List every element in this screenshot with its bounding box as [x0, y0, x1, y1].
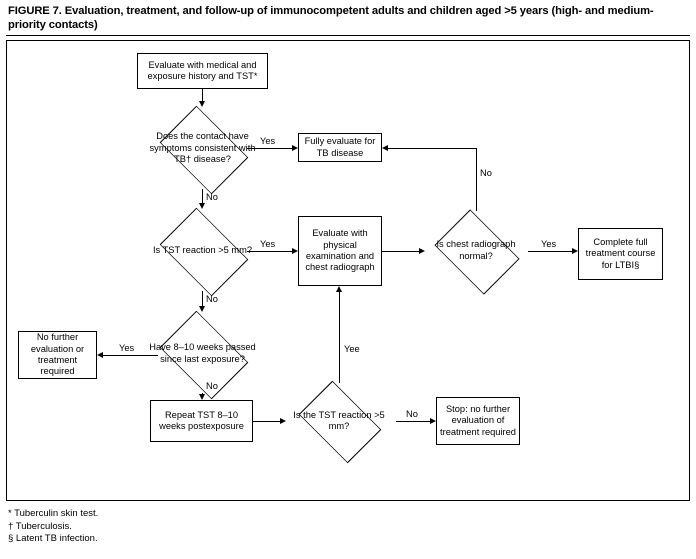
footnote-1: * Tuberculin skin test. [8, 508, 99, 519]
arrowhead [198, 394, 205, 400]
edge-symptoms-no [202, 189, 203, 204]
edge-label-tst-no: No [206, 294, 218, 304]
arrowhead [292, 247, 298, 254]
edge-second-tst-no [396, 421, 430, 422]
node-stop-no-further: Stop: no further evaluation of treatment… [436, 397, 520, 445]
edge-tst-yes [247, 251, 292, 252]
arrowhead [382, 144, 388, 151]
node-chest-decision: Is chest radiograph normal? [419, 208, 533, 295]
edge-label-tst-yes: Yes [260, 239, 276, 249]
edge-weeks-yes [103, 355, 158, 356]
footnote-2: † Tuberculosis. [8, 520, 72, 532]
edge-symptoms-yes [247, 148, 292, 149]
edge-second-tst-yes [339, 292, 340, 383]
arrowhead [292, 144, 298, 151]
node-symptoms-decision-label: Does the contact have symptoms consisten… [149, 131, 256, 165]
node-no-further: No further evaluation or treatment requi… [18, 331, 97, 379]
arrowhead [430, 417, 436, 424]
edge-chest-yes [528, 251, 572, 252]
arrowhead [335, 286, 342, 292]
edge-repeat-to-second [253, 421, 281, 422]
node-tst-decision: Is TST reaction >5 mm? [143, 207, 262, 296]
edge-label-chest-no: No [480, 168, 492, 178]
arrowhead [419, 247, 425, 254]
footnote-3: § Latent TB infection. [8, 533, 98, 544]
node-second-tst-decision-label: Is the TST reaction >5 mm? [293, 409, 385, 431]
arrowhead [280, 417, 286, 424]
node-second-tst-decision: Is the TST reaction >5 mm? [282, 380, 396, 464]
figure-title: FIGURE 7. Evaluation, treatment, and fol… [8, 5, 654, 31]
arrowhead [572, 247, 578, 254]
edge-label-weeks-no: No [206, 381, 218, 391]
arrowhead [198, 306, 205, 312]
edge-label-weeks-yes: Yes [119, 343, 135, 353]
edge-chest-no-horiz [388, 148, 476, 149]
edge-chest-no-vert [476, 148, 477, 211]
node-start: Evaluate with medical and exposure histo… [137, 53, 268, 89]
node-fully-evaluate: Fully evaluate for TB disease [298, 133, 382, 162]
node-complete-course: Complete full treatment course for LTBI§ [578, 228, 663, 280]
node-weeks-decision: Have 8–10 weeks passed since last exposu… [143, 310, 262, 399]
edge-label-second-tst-yes: Yee [344, 344, 360, 354]
node-symptoms-decision: Does the contact have symptoms consisten… [143, 105, 262, 194]
node-tst-decision-label: Is TST reaction >5 mm? [152, 244, 253, 255]
edge-tst-no [202, 291, 203, 307]
edge-physical-to-chest [382, 251, 420, 252]
node-evaluate-physical: Evaluate with physical examination and c… [298, 216, 382, 286]
edge-label-symptoms-no: No [206, 192, 218, 202]
title-divider [6, 35, 690, 36]
arrowhead [198, 101, 205, 107]
edge-label-symptoms-yes: Yes [260, 136, 276, 146]
edge-weeks-no [202, 393, 203, 394]
node-weeks-decision-label: Have 8–10 weeks passed since last exposu… [149, 342, 256, 364]
arrowhead [198, 203, 205, 209]
arrowhead [97, 351, 103, 358]
footnotes: * Tuberculin skin test. † Tuberculosis. … [8, 508, 98, 546]
edge-start-to-symptoms [202, 89, 203, 102]
edge-label-chest-yes: Yes [541, 239, 557, 249]
edge-label-second-tst-no: No [406, 409, 418, 419]
node-repeat-tst: Repeat TST 8–10 weeks postexposure [150, 400, 253, 442]
node-chest-decision-label: Is chest radiograph normal? [436, 239, 516, 261]
